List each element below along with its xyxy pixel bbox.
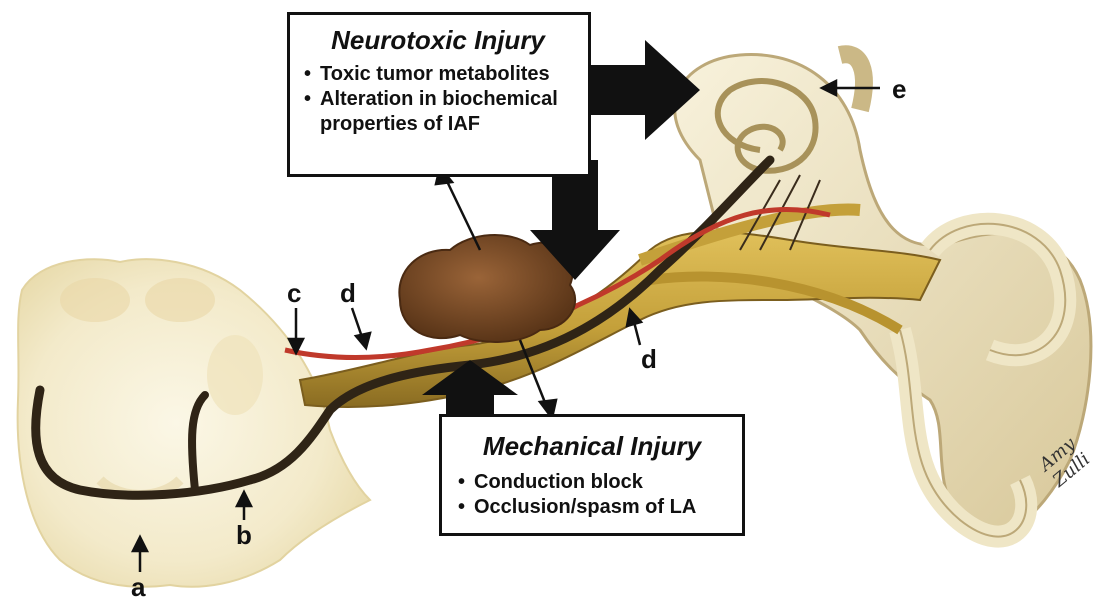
list-item: Occlusion/spasm of LA	[452, 495, 732, 520]
label-d-right: d	[641, 346, 657, 372]
mechanical-injury-title: Mechanical Injury	[452, 431, 732, 462]
label-a: a	[131, 574, 145, 600]
neurotoxic-injury-title: Neurotoxic Injury	[298, 25, 578, 56]
nerve-bundle	[300, 175, 940, 407]
neurotoxic-injury-list: Toxic tumor metabolites Alteration in bi…	[298, 62, 578, 137]
list-item: Conduction block	[452, 470, 732, 495]
label-c: c	[287, 280, 301, 306]
list-item: Alteration in biochemical	[298, 87, 578, 112]
label-e: e	[892, 76, 906, 102]
mechanical-injury-box: Mechanical Injury Conduction block Occlu…	[439, 414, 745, 536]
label-d-left: d	[340, 280, 356, 306]
list-item: Toxic tumor metabolites	[298, 62, 578, 87]
tumor	[399, 235, 575, 342]
label-b: b	[236, 522, 252, 548]
mechanical-injury-list: Conduction block Occlusion/spasm of LA	[452, 470, 732, 520]
neurotoxic-injury-box: Neurotoxic Injury Toxic tumor metabolite…	[287, 12, 591, 177]
list-item-continuation: properties of IAF	[298, 112, 578, 137]
